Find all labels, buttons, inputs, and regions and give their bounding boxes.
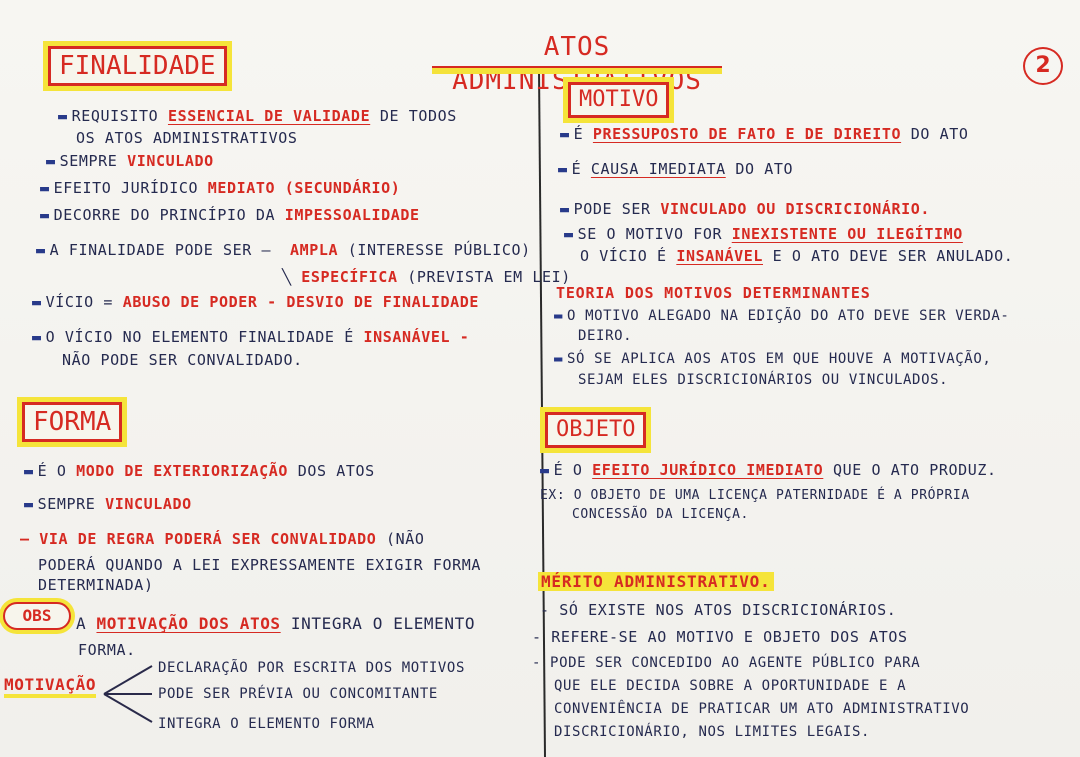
objeto-item: CONCESSÃO DA LICENÇA. — [572, 507, 749, 522]
finalidade-item: ▬VÍCIO = ABUSO DE PODER - DESVIO DE FINA… — [32, 293, 480, 311]
motivo-item: ▬SE O MOTIVO FOR INEXISTENTE OU ILEGÍTIM… — [564, 225, 963, 243]
obs-note: A MOTIVAÇÃO DOS ATOS INTEGRA O ELEMENTO — [76, 614, 476, 633]
branch-arrows-icon — [103, 665, 153, 723]
motivacao-item: DECLARAÇÃO POR ESCRITA DOS MOTIVOS — [158, 660, 465, 676]
obs-note-cont: FORMA. — [78, 641, 136, 659]
teoria-item: ▬O MOTIVO ALEGADO NA EDIÇÃO DO ATO DEVE … — [554, 308, 1010, 324]
merito-item: - REFERE-SE AO MOTIVO E OBJETO DOS ATOS — [532, 628, 908, 646]
finalidade-item: AMPLA (INTERESSE PÚBLICO) — [290, 241, 531, 259]
teoria-item: DEIRO. — [578, 328, 633, 344]
finalidade-heading: FINALIDADE — [48, 46, 227, 86]
finalidade-item: ▬A FINALIDADE PODE SER — — [36, 241, 272, 259]
bullet-icon: ▬ — [554, 308, 564, 324]
bullet-icon: ▬ — [564, 225, 574, 243]
bullet-icon: ▬ — [24, 462, 34, 480]
forma-item: ▬É O MODO DE EXTERIORIZAÇÃO DOS ATOS — [24, 462, 375, 480]
merito-heading: MÉRITO ADMINISTRATIVO. — [538, 572, 774, 591]
title-underline — [432, 66, 722, 74]
bullet-icon: ▬ — [560, 200, 570, 218]
forma-item: – VIA DE REGRA PODERÁ SER CONVALIDADO (N… — [20, 530, 425, 548]
merito-item: QUE ELE DECIDA SOBRE A OPORTUNIDADE E A — [554, 678, 907, 694]
motivo-item: ▬É PRESSUPOSTO DE FATO E DE DIREITO DO A… — [560, 125, 969, 143]
finalidade-item: ▬SEMPRE VINCULADO — [46, 152, 214, 170]
motivo-item: ▬É CAUSA IMEDIATA DO ATO — [558, 160, 794, 178]
bullet-icon: ▬ — [32, 328, 42, 346]
bullet-icon: ▬ — [36, 241, 46, 259]
page-number: 2 — [1023, 47, 1063, 85]
motivo-heading: MOTIVO — [568, 82, 670, 118]
bullet-icon: ▬ — [40, 206, 50, 224]
teoria-heading: TEORIA DOS MOTIVOS DETERMINANTES — [556, 284, 871, 302]
forma-item: DETERMINADA) — [38, 576, 154, 594]
bullet-icon: ▬ — [558, 160, 568, 178]
bullet-icon: ▬ — [46, 152, 56, 170]
bullet-icon: ▬ — [540, 461, 550, 479]
merito-item: DISCRICIONÁRIO, NOS LIMITES LEGAIS. — [554, 724, 871, 740]
merito-item: - SÓ EXISTE NOS ATOS DISCRICIONÁRIOS. — [540, 601, 897, 619]
motivacao-item: INTEGRA O ELEMENTO FORMA — [158, 716, 375, 732]
forma-item: ▬SEMPRE VINCULADO — [24, 495, 192, 513]
finalidade-item: ▬EFEITO JURÍDICO MEDIATO (SECUNDÁRIO) — [40, 179, 401, 197]
bullet-icon: ▬ — [58, 107, 68, 125]
finalidade-item: ▬REQUISITO ESSENCIAL DE VALIDADE DE TODO… — [58, 107, 457, 125]
bullet-icon: ▬ — [32, 293, 42, 311]
bullet-icon: ▬ — [40, 179, 50, 197]
finalidade-item: OS ATOS ADMINISTRATIVOS — [76, 129, 298, 147]
motivo-item: ▬PODE SER VINCULADO OU DISCRICIONÁRIO. — [560, 200, 930, 218]
dash-icon: — — [261, 241, 272, 259]
objeto-heading: OBJETO — [545, 412, 647, 448]
merito-item: CONVENIÊNCIA DE PRATICAR UM ATO ADMINIST… — [554, 701, 970, 717]
teoria-item: ▬SÓ SE APLICA AOS ATOS EM QUE HOUVE A MO… — [554, 351, 992, 367]
forma-heading: FORMA — [22, 402, 123, 442]
bullet-icon: ▬ — [554, 351, 564, 367]
finalidade-item: ▬DECORRE DO PRINCÍPIO DA IMPESSOALIDADE — [40, 206, 420, 224]
dash-icon: – — [20, 530, 40, 548]
obs-badge: OBS — [3, 602, 71, 630]
finalidade-item: ╲ ESPECÍFICA (PREVISTA EM LEI) — [282, 268, 571, 286]
objeto-item: ▬É O EFEITO JURÍDICO IMEDIATO QUE O ATO … — [540, 461, 997, 479]
finalidade-item: ▬O VÍCIO NO ELEMENTO FINALIDADE É INSANÁ… — [32, 328, 470, 346]
merito-item: - PODE SER CONCEDIDO AO AGENTE PÚBLICO P… — [532, 655, 921, 671]
motivacao-item: PODE SER PRÉVIA OU CONCOMITANTE — [158, 686, 438, 702]
motivacao-label: MOTIVAÇÃO — [4, 675, 97, 698]
motivo-item: O VÍCIO É INSANÁVEL E O ATO DEVE SER ANU… — [580, 247, 1014, 265]
branch-icon: ╲ — [282, 268, 302, 286]
page-title-wrap: ATOS ADMINISTRATIVOS — [432, 30, 722, 96]
forma-item: PODERÁ QUANDO A LEI EXPRESSAMENTE EXIGIR… — [38, 556, 482, 574]
finalidade-item: NÃO PODE SER CONVALIDADO. — [62, 351, 303, 369]
bullet-icon: ▬ — [24, 495, 34, 513]
objeto-item: EX: O OBJETO DE UMA LICENÇA PATERNIDADE … — [540, 488, 970, 503]
bullet-icon: ▬ — [560, 125, 570, 143]
teoria-item: SEJAM ELES DISCRICIONÁRIOS OU VINCULADOS… — [578, 372, 949, 388]
